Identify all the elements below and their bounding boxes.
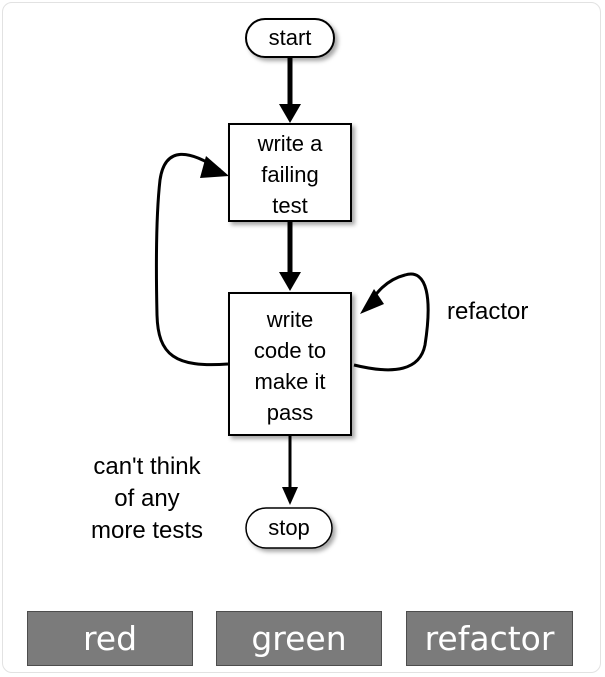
node-write-code-line-3: make it [255, 369, 326, 394]
phase-red-button[interactable]: red [27, 611, 193, 666]
phase-red-label: red [82, 619, 138, 658]
phase-green-button[interactable]: green [216, 611, 382, 666]
phase-refactor-button[interactable]: refactor [406, 611, 573, 666]
edge-loop-back-to-write-test [154, 152, 229, 367]
node-start: start [245, 18, 335, 58]
phase-refactor-label: refactor [424, 619, 555, 658]
label-no-more-tests: can't think of any more tests [91, 453, 203, 544]
label-refactor: refactor [447, 298, 528, 325]
node-stop-label: stop [268, 515, 310, 540]
tdd-flowchart: start write a failing test write code to… [91, 18, 528, 549]
edge-write-test-to-write-code [279, 222, 301, 291]
node-stop: stop [245, 507, 333, 549]
node-write-code-line-2: code to [254, 338, 326, 363]
node-write-test-line-3: test [272, 193, 307, 218]
node-write-failing-test: write a failing test [228, 123, 352, 222]
node-write-test-line-2: failing [261, 162, 318, 187]
node-write-code-line-1: write [266, 307, 313, 332]
phase-green-label: green [251, 619, 347, 658]
label-no-more-tests-line-1: can't think [93, 453, 201, 480]
node-write-test-line-1: write a [257, 131, 324, 156]
edge-write-code-to-stop [282, 436, 298, 505]
label-no-more-tests-line-2: of any [114, 485, 179, 512]
node-start-label: start [269, 25, 312, 50]
edge-refactor-self-loop [353, 272, 430, 372]
label-no-more-tests-line-3: more tests [91, 517, 203, 544]
node-write-code-line-4: pass [267, 400, 313, 425]
node-write-code: write code to make it pass [228, 292, 352, 436]
edge-start-to-write-test [279, 57, 301, 123]
